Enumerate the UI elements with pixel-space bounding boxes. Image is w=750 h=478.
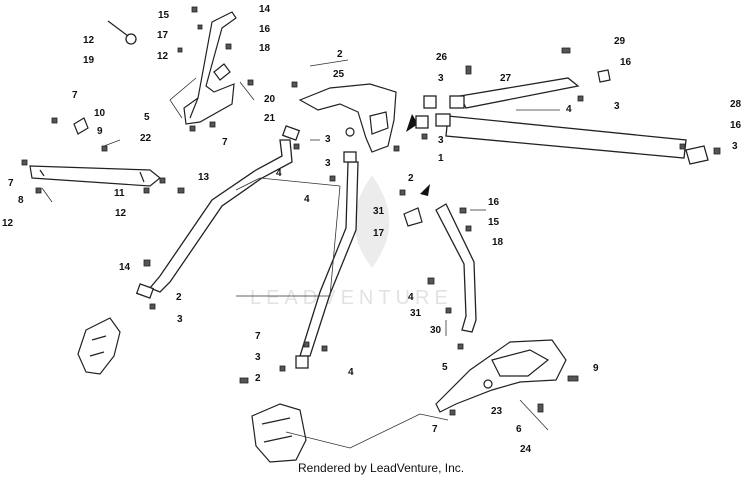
- callout-label: 5: [442, 362, 448, 373]
- left-tube-1: [135, 125, 301, 310]
- callout-label: 30: [430, 325, 442, 336]
- callout-label: 4: [304, 194, 310, 205]
- callout-label: 29: [614, 36, 626, 47]
- callout-label: 9: [593, 363, 599, 374]
- bracket-8: [29, 165, 161, 187]
- callout-label: 9: [97, 126, 103, 137]
- callout-label: 31: [410, 308, 422, 319]
- callout-label: 16: [488, 197, 500, 208]
- callout-label: 7: [222, 137, 228, 148]
- callout-label: 26: [436, 52, 448, 63]
- callout-label: 17: [373, 228, 385, 239]
- bolt-15: [191, 6, 198, 13]
- callout-label: 23: [491, 406, 503, 417]
- lower-right-bracket-9: [435, 339, 579, 416]
- callout-label: 16: [620, 57, 632, 68]
- callout-label: 7: [255, 331, 261, 342]
- callout-label: 7: [8, 178, 14, 189]
- callout-label: 18: [259, 43, 271, 54]
- callout-label: 6: [516, 424, 522, 435]
- callout-label: 3: [177, 314, 183, 325]
- callout-label: 2: [337, 49, 343, 60]
- callout-label: 3: [438, 135, 444, 146]
- watermark-flame-icon: [354, 175, 390, 268]
- center-tube-1: [295, 151, 359, 369]
- center-bracket-25: [291, 81, 418, 153]
- callout-label: 2: [255, 373, 261, 384]
- callout-label: 16: [259, 24, 271, 35]
- clamp-19: [125, 33, 137, 45]
- callout-label: 21: [264, 113, 276, 124]
- upper-left-bracket-assembly: [107, 6, 254, 132]
- callout-label: 27: [500, 73, 512, 84]
- credit-text: Rendered by LeadVenture, Inc.: [298, 461, 464, 475]
- callout-label: 4: [408, 292, 414, 303]
- cap-3-right: [685, 145, 709, 165]
- callout-label: 18: [492, 237, 504, 248]
- callout-label: 4: [566, 104, 572, 115]
- callout-label: 15: [158, 10, 170, 21]
- callout-label: 31: [373, 206, 385, 217]
- callout-label: 2: [408, 173, 414, 184]
- callout-label: 3: [325, 134, 331, 145]
- callout-label: 12: [115, 208, 127, 219]
- watermark-text: LEADVENTURE: [250, 287, 453, 309]
- cap-3: [597, 69, 611, 83]
- callout-label: 7: [72, 90, 78, 101]
- callout-label: 12: [157, 51, 169, 62]
- callout-label: 19: [83, 55, 95, 66]
- callout-label: 15: [488, 217, 500, 228]
- callout-label: 12: [2, 218, 14, 229]
- callout-label: 12: [83, 35, 95, 46]
- clip-18: [213, 63, 231, 81]
- callout-label: 24: [520, 444, 532, 455]
- callout-label: 8: [18, 195, 24, 206]
- clip-18-right: [403, 207, 423, 227]
- callout-label: 7: [432, 424, 438, 435]
- callout-label: 13: [198, 172, 210, 183]
- callout-label: 17: [157, 30, 169, 41]
- clip-10: [73, 117, 89, 135]
- callout-label: 22: [140, 133, 152, 144]
- leader-lines: [169, 59, 560, 449]
- left-bracket-assembly: [21, 117, 185, 203]
- upper-tube-28: [415, 113, 721, 165]
- callout-label: 20: [264, 94, 276, 105]
- callout-labels: 15 14 16 12 17 18 19 12 20 5 21 22 7 7 1…: [2, 4, 742, 455]
- leadventure-watermark: LEADVENTURE: [250, 175, 453, 309]
- lower-left-mount: [77, 317, 121, 375]
- callout-label: 3: [255, 352, 261, 363]
- callout-label: 4: [348, 367, 354, 378]
- callout-label: 4: [276, 168, 282, 179]
- callout-label: 2: [176, 292, 182, 303]
- callout-label: 10: [94, 108, 106, 119]
- callout-label: 3: [325, 158, 331, 169]
- callout-label: 1: [438, 153, 444, 164]
- callout-label: 3: [438, 73, 444, 84]
- lower-center-mount: [239, 365, 307, 463]
- callout-label: 14: [259, 4, 271, 15]
- callout-label: 3: [732, 141, 738, 152]
- callout-label: 11: [114, 188, 125, 199]
- bracket-14: [183, 11, 237, 125]
- callout-label: 3: [614, 101, 620, 112]
- upper-tube-27: [423, 47, 611, 109]
- right-tube-14: [399, 184, 477, 333]
- callout-label: 25: [333, 69, 345, 80]
- callout-label: 14: [119, 262, 131, 273]
- callout-label: 16: [730, 120, 742, 131]
- callout-label: 28: [730, 99, 742, 110]
- callout-label: 5: [144, 112, 150, 123]
- direction-arrow-icon: [406, 114, 418, 132]
